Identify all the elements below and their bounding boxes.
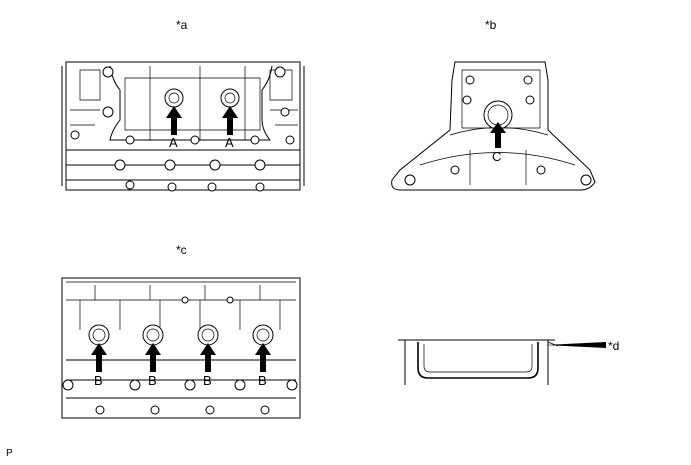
panel-b-label: *b — [485, 18, 497, 32]
marker-b-3: B — [203, 373, 212, 388]
panel-a-label: *a — [176, 18, 188, 32]
panel-c-label: *c — [176, 243, 187, 257]
panel-d-drawing — [398, 339, 606, 385]
panel-a-drawing — [61, 61, 305, 192]
marker-b-4: B — [258, 373, 267, 388]
marker-c-1: C — [492, 149, 502, 164]
page-code: P — [6, 448, 13, 459]
panel-c-drawing — [61, 277, 301, 419]
marker-b-2: B — [148, 373, 157, 388]
panel-b-drawing — [391, 61, 596, 191]
marker-b-1: B — [94, 373, 103, 388]
marker-a-2: A — [225, 135, 234, 150]
panel-d-label: *d — [608, 339, 620, 353]
marker-a-1: A — [169, 135, 178, 150]
